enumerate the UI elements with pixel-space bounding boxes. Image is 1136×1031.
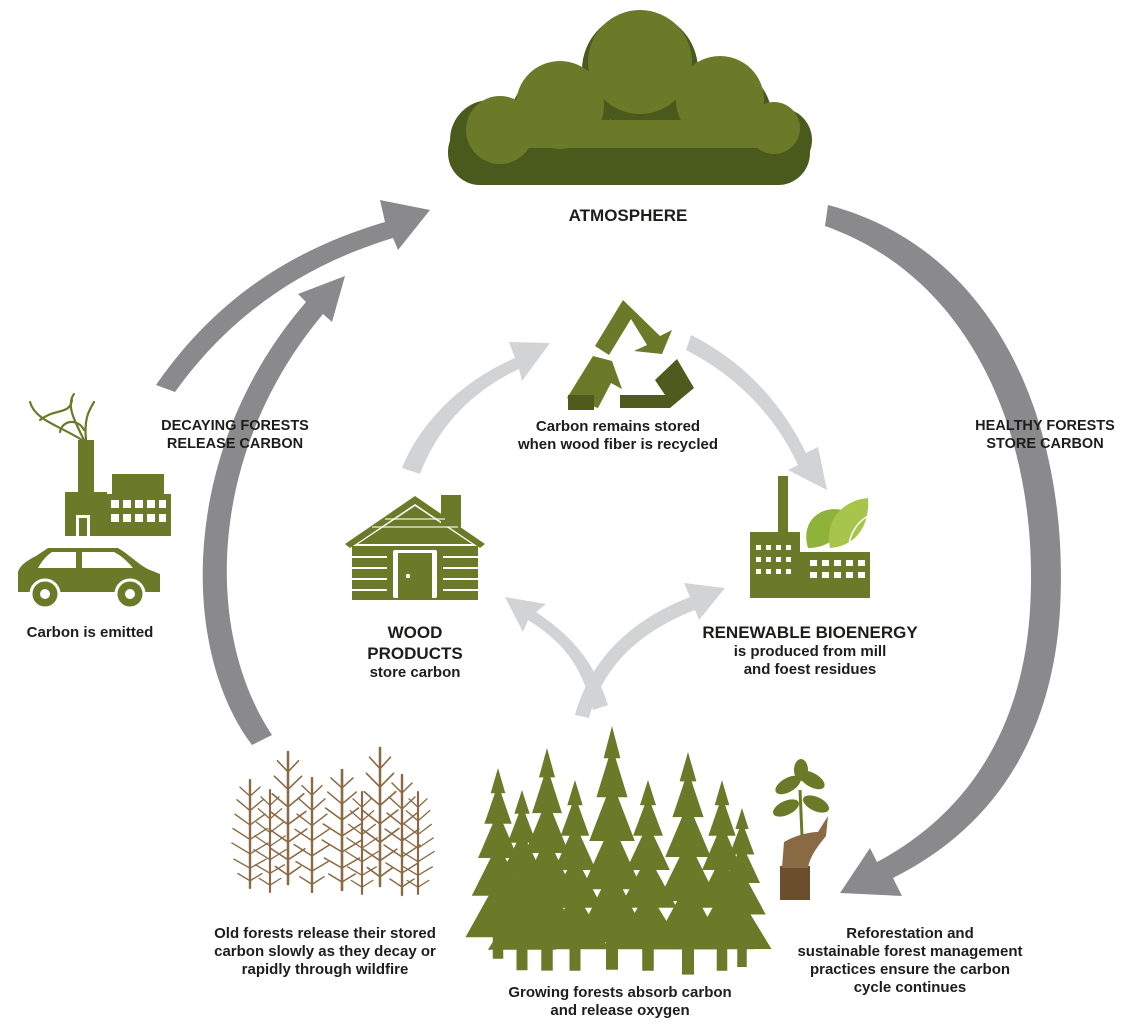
bioenergy-title: RENEWABLE BIOENERGY — [702, 623, 918, 642]
reforestation-label: Reforestation and sustainable forest man… — [780, 925, 1040, 997]
old-forests-line-2: carbon slowly as they decay or — [214, 943, 436, 960]
reforestation-line-1: Reforestation and — [846, 925, 974, 942]
bioenergy-factory-icon — [750, 476, 871, 598]
atmosphere-title: ATMOSPHERE — [568, 206, 688, 225]
bioenergy-line-2: and foest residues — [743, 661, 877, 678]
healthy-forests-label: HEALTHY FORESTS STORE CARBON — [960, 417, 1130, 453]
healthy-line-2: STORE CARBON — [986, 436, 1104, 452]
arrow-forest-to-bioenergy — [575, 583, 725, 718]
reforestation-line-3: practices ensure the carbon — [809, 961, 1011, 978]
bioenergy-line-1: is produced from mill — [733, 643, 887, 660]
wood-line-2: PRODUCTS — [367, 644, 463, 663]
old-forests-label: Old forests release their stored carbon … — [175, 925, 475, 979]
factory-icon — [28, 392, 171, 536]
arrow-decay-to-atmosphere — [202, 276, 345, 745]
wood-line-1: WOOD — [387, 623, 443, 642]
wood-line-3: store carbon — [369, 664, 461, 681]
forest-icon — [465, 726, 772, 975]
outer-cycle-arrows — [156, 200, 1061, 896]
arrow-emissions-to-atmosphere — [156, 200, 430, 392]
decaying-line-2: RELEASE CARBON — [166, 436, 304, 452]
inner-cycle-arrows — [402, 335, 827, 718]
recycled-line-1: Carbon remains stored — [535, 418, 701, 435]
emitted-text: Carbon is emitted — [26, 624, 154, 641]
recycled-line-2: when wood fiber is recycled — [517, 436, 719, 453]
recycle-icon — [567, 300, 694, 410]
arrow-forest-to-wood — [505, 597, 608, 710]
growing-line-1: Growing forests absorb carbon — [508, 984, 732, 1001]
atmosphere-label: ATMOSPHERE — [528, 205, 728, 226]
carbon-emitted-label: Carbon is emitted — [5, 624, 175, 642]
cloud-icon — [448, 10, 812, 185]
seedling-in-hand-icon — [772, 759, 830, 900]
arrow-wood-to-recycle — [402, 342, 550, 474]
old-forests-line-1: Old forests release their stored — [214, 925, 436, 942]
recycled-label: Carbon remains stored when wood fiber is… — [488, 418, 748, 454]
arrow-recycle-to-bioenergy — [686, 335, 827, 490]
growing-line-2: and release oxygen — [550, 1002, 690, 1019]
old-forests-line-3: rapidly through wildfire — [241, 961, 409, 978]
reforestation-line-2: sustainable forest management — [797, 943, 1023, 960]
car-icon — [18, 548, 160, 610]
wood-products-label: WOOD PRODUCTS store carbon — [335, 622, 495, 682]
growing-forests-label: Growing forests absorb carbon and releas… — [475, 984, 765, 1020]
decaying-line-1: DECAYING FORESTS — [161, 418, 309, 434]
log-cabin-icon — [345, 495, 485, 600]
dead-trees-icon — [230, 746, 436, 897]
healthy-line-1: HEALTHY FORESTS — [975, 418, 1115, 434]
decaying-forests-label: DECAYING FORESTS RELEASE CARBON — [130, 417, 340, 453]
arrow-atmosphere-to-forest — [825, 205, 1061, 896]
bioenergy-label: RENEWABLE BIOENERGY is produced from mil… — [685, 622, 935, 679]
reforestation-line-4: cycle continues — [853, 979, 967, 996]
